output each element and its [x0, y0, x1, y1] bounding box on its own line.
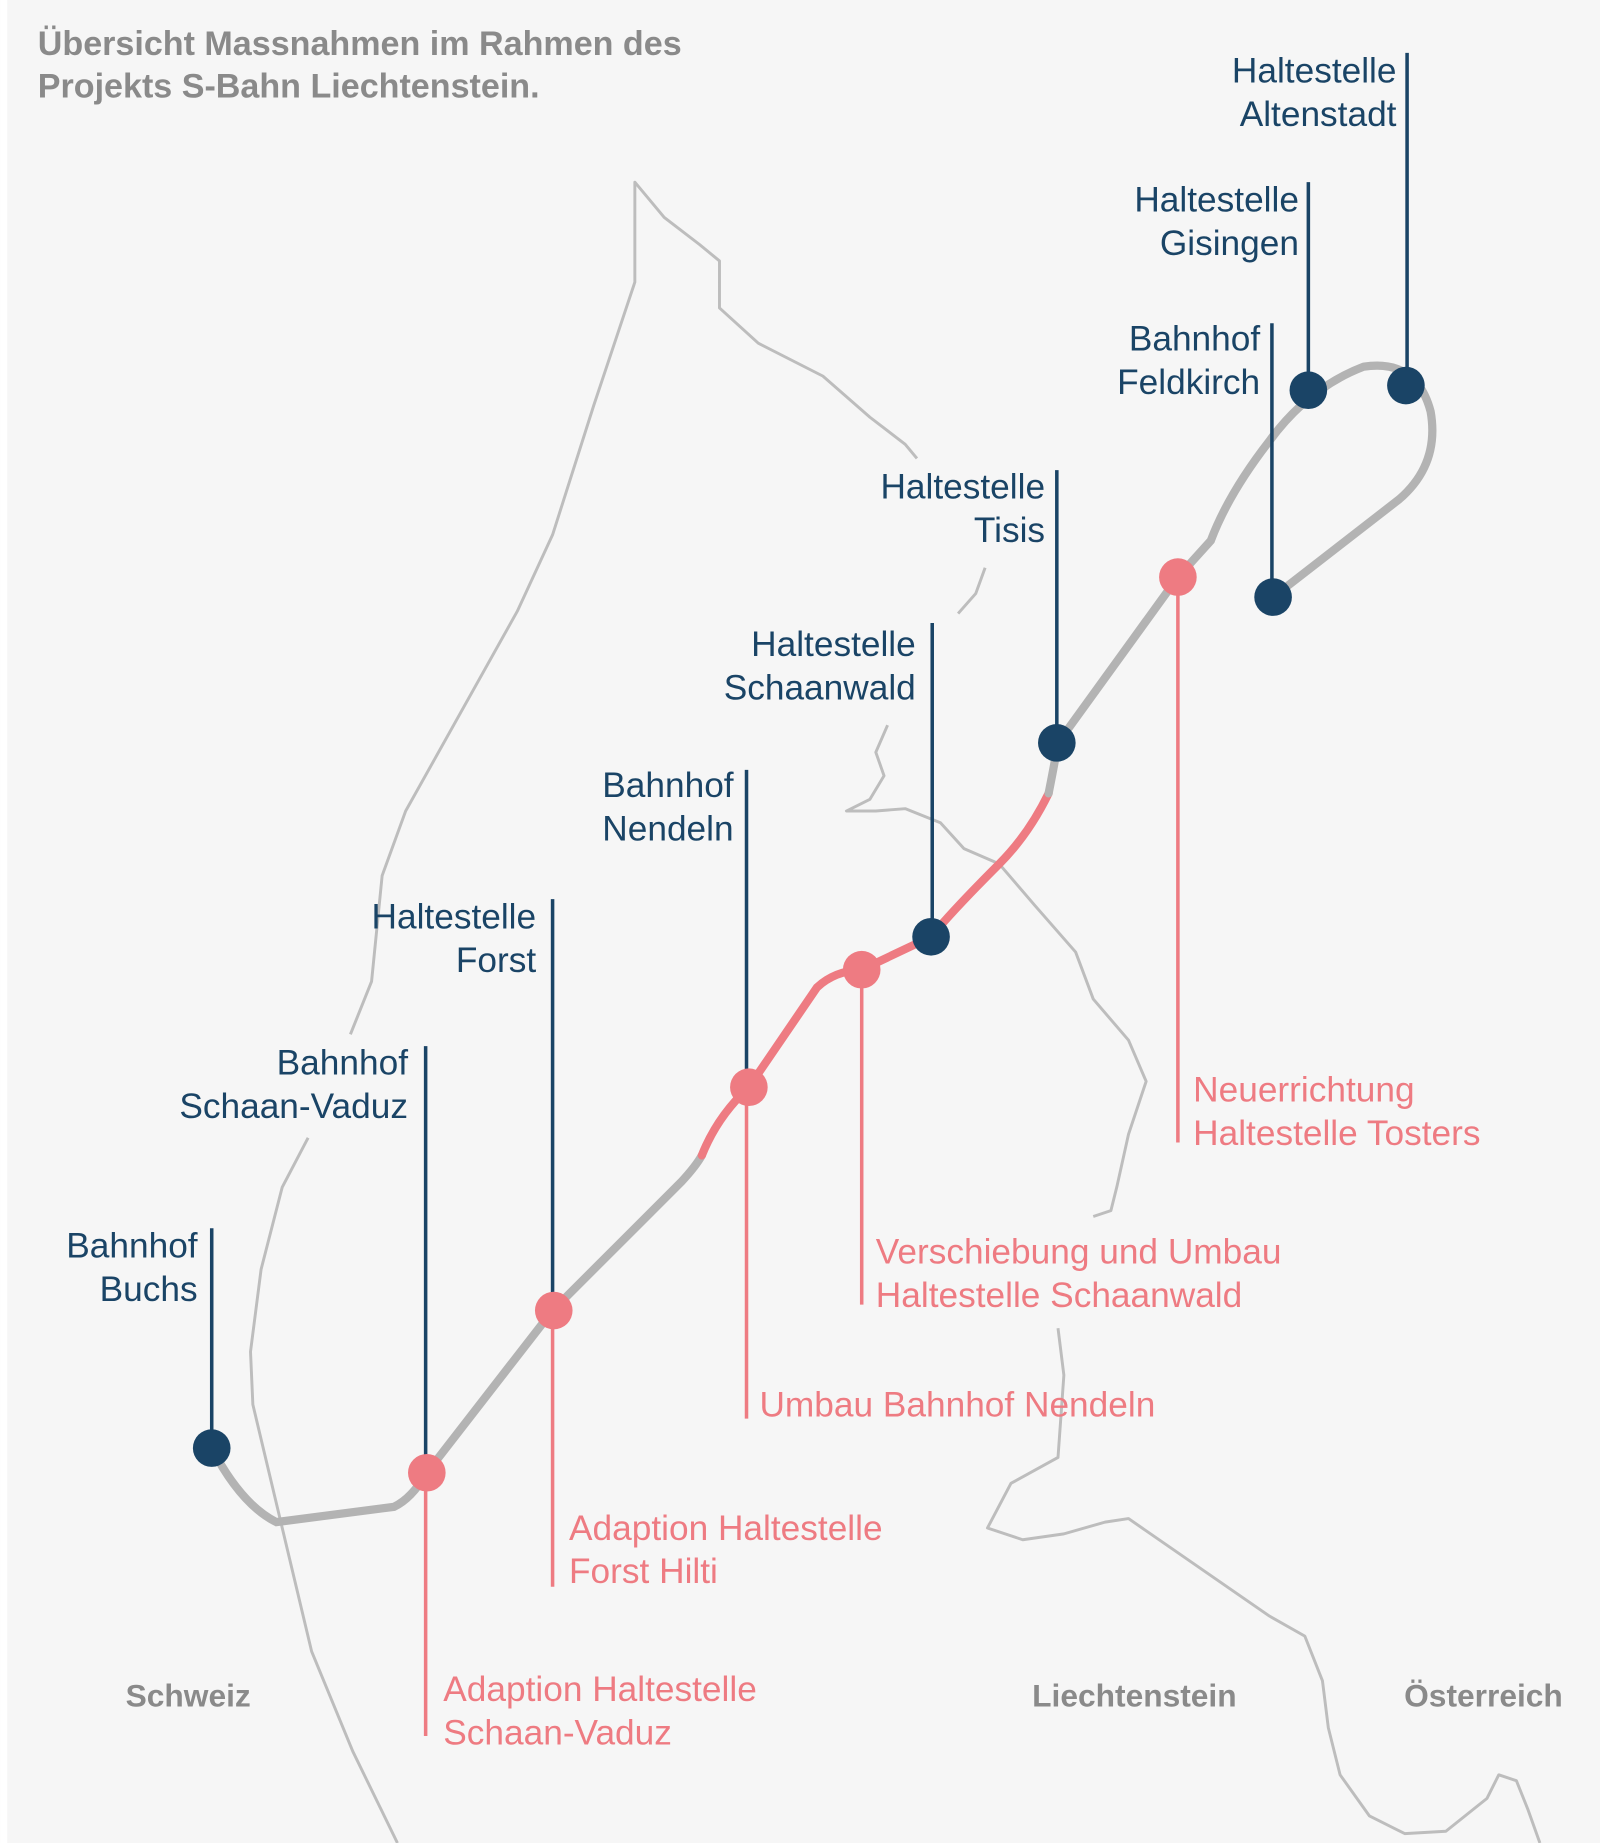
left-margin [0, 0, 8, 1843]
border-line [249, 1137, 399, 1843]
border-line [956, 567, 987, 615]
measure-label-line2: Haltestelle Tosters [1193, 1114, 1480, 1153]
measure-dot [842, 950, 881, 989]
country-label-schweiz: Schweiz [126, 1678, 251, 1714]
measure: Umbau Bahnhof Nendeln [730, 1068, 1155, 1424]
station-label-line2: Schaan-Vaduz [179, 1087, 408, 1126]
station-dot [1289, 371, 1328, 410]
measure-dot [730, 1068, 768, 1107]
country-borders [249, 180, 1542, 1843]
station-label-line1: Bahnhof [66, 1227, 198, 1266]
station-label-line1: Bahnhof [1129, 319, 1261, 358]
station-label-line1: Haltestelle [372, 898, 537, 937]
station-label-line1: Haltestelle [880, 467, 1045, 506]
station-label-line1: Haltestelle [751, 625, 916, 664]
station-label-line2: Altenstadt [1240, 95, 1397, 134]
measure-label-line1: Adaption Haltestelle [569, 1509, 883, 1548]
station-dot [1387, 366, 1425, 405]
station-label-line2: Forst [456, 941, 537, 980]
station-dot [192, 1429, 231, 1467]
stations: HaltestelleAltenstadtHaltestelleGisingen… [66, 51, 1425, 1473]
country-label-liechtenstein: Liechtenstein [1032, 1678, 1236, 1714]
station-label-line1: Haltestelle [1232, 51, 1397, 90]
station-label-line2: Tisis [974, 511, 1045, 550]
rail-segment-existing [207, 1151, 706, 1527]
station-label-line2: Nendeln [602, 809, 733, 848]
station-dot [912, 917, 950, 956]
border-line [986, 1328, 1542, 1843]
measure-label-line2: Haltestelle Schaanwald [876, 1276, 1242, 1315]
station-label-line1: Bahnhof [277, 1043, 409, 1082]
measure-label-line2: Schaan-Vaduz [443, 1713, 672, 1752]
station-label-line2: Buchs [100, 1270, 198, 1309]
station-dot [1254, 578, 1292, 616]
station-label-line1: Bahnhof [602, 766, 734, 805]
station-dot [1038, 724, 1076, 762]
country-labels: Schweiz Liechtenstein Österreich [126, 1678, 1563, 1714]
measure-label-line1: Neuerrichtung [1193, 1070, 1414, 1109]
border-line [349, 180, 919, 1035]
title-line: Übersicht Massnahmen im Rahmen des [38, 25, 682, 63]
measure-label-line1: Umbau Bahnhof Nendeln [759, 1385, 1155, 1424]
measure-label-line1: Verschiebung und Umbau [876, 1233, 1282, 1272]
measure-label-line1: Adaption Haltestelle [443, 1670, 757, 1709]
measure-label-line2: Forst Hilti [569, 1552, 718, 1591]
title: Übersicht Massnahmen im Rahmen des Proje… [38, 25, 682, 105]
station-label-line2: Feldkirch [1117, 363, 1260, 402]
title-line: Projekts S-Bahn Liechtenstein. [38, 68, 540, 106]
station-label-line2: Gisingen [1160, 224, 1299, 263]
measure-dot [1159, 558, 1197, 596]
measure-dot [408, 1453, 446, 1492]
station-label-line2: Schaanwald [724, 668, 916, 707]
measure-dot [534, 1291, 573, 1330]
country-label-oesterreich: Österreich [1404, 1678, 1563, 1714]
station-label-line1: Haltestelle [1134, 181, 1299, 220]
